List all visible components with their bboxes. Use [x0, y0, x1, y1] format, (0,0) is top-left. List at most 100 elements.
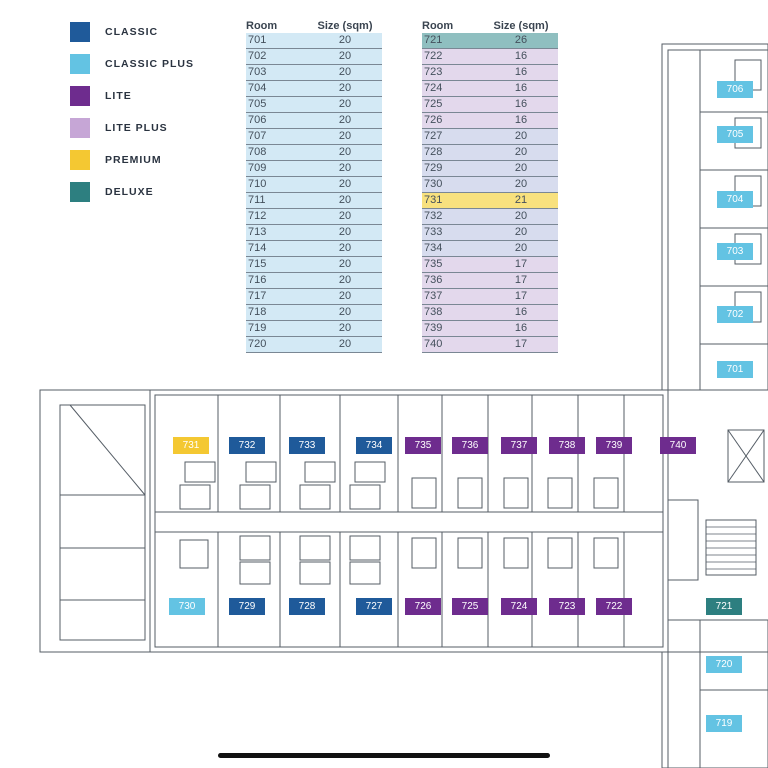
legend-swatch — [70, 182, 90, 202]
room-size-cell: 20 — [308, 224, 382, 241]
room-size-cell: 16 — [484, 80, 558, 97]
room-number-cell: 718 — [246, 304, 308, 321]
room-size-cell: 17 — [484, 336, 558, 353]
room-number-cell: 714 — [246, 240, 308, 257]
room-number-cell: 727 — [422, 128, 484, 145]
plan-stairs — [705, 519, 757, 576]
home-indicator[interactable] — [218, 753, 550, 758]
room-number-cell: 709 — [246, 160, 308, 177]
room-tag-701[interactable]: 701 — [717, 361, 753, 378]
legend-label: CLASSIC PLUS — [105, 58, 195, 70]
plan-bathroom — [299, 535, 331, 561]
room-tag-739[interactable]: 739 — [596, 437, 632, 454]
room-tag-740[interactable]: 740 — [660, 437, 696, 454]
plan-bathroom — [411, 477, 437, 509]
room-tag-720[interactable]: 720 — [706, 656, 742, 673]
plan-bed — [299, 561, 331, 585]
room-tag-729[interactable]: 729 — [229, 598, 265, 615]
room-tag-721[interactable]: 721 — [706, 598, 742, 615]
legend-swatch — [70, 118, 90, 138]
room-tag-724[interactable]: 724 — [501, 598, 537, 615]
room-tag-728[interactable]: 728 — [289, 598, 325, 615]
plan-bed — [349, 561, 381, 585]
room-tag-706[interactable]: 706 — [717, 81, 753, 98]
room-tag-732[interactable]: 732 — [229, 437, 265, 454]
room-tag-726[interactable]: 726 — [405, 598, 441, 615]
room-tag-725[interactable]: 725 — [452, 598, 488, 615]
room-tag-733[interactable]: 733 — [289, 437, 325, 454]
plan-bed — [239, 561, 271, 585]
room-tag-702[interactable]: 702 — [717, 306, 753, 323]
legend-item-deluxe: DELUXE — [70, 182, 230, 202]
room-number-cell: 711 — [246, 192, 308, 209]
room-tag-703[interactable]: 703 — [717, 243, 753, 260]
plan-left-wing-outline — [39, 389, 151, 653]
room-number-cell: 736 — [422, 272, 484, 289]
room-number-cell: 729 — [422, 160, 484, 177]
legend-swatch — [70, 86, 90, 106]
plan-diagonal — [69, 404, 146, 496]
plan-bathroom — [457, 537, 483, 569]
plan-bathroom — [547, 477, 573, 509]
room-size-cell: 16 — [484, 304, 558, 321]
legend-label: LITE PLUS — [105, 122, 168, 134]
room-size-cell: 20 — [308, 288, 382, 305]
room-number-cell: 703 — [246, 64, 308, 81]
column-header-room: Room — [422, 19, 454, 32]
room-number-cell: 734 — [422, 240, 484, 257]
room-number-cell: 713 — [246, 224, 308, 241]
room-size-cell: 20 — [308, 272, 382, 289]
room-tag-734[interactable]: 734 — [356, 437, 392, 454]
plan-right-wing-inner — [667, 49, 768, 391]
room-tag-730[interactable]: 730 — [169, 598, 205, 615]
room-size-cell: 20 — [484, 144, 558, 161]
plan-bed — [184, 461, 216, 483]
plan-bathroom — [349, 535, 381, 561]
room-tag-719[interactable]: 719 — [706, 715, 742, 732]
room-tag-735[interactable]: 735 — [405, 437, 441, 454]
room-size-cell: 20 — [308, 64, 382, 81]
room-size-cell: 21 — [484, 192, 558, 209]
room-tag-722[interactable]: 722 — [596, 598, 632, 615]
room-size-cell: 20 — [308, 96, 382, 113]
legend-label: CLASSIC — [105, 26, 159, 38]
room-tag-723[interactable]: 723 — [549, 598, 585, 615]
room-size-cell: 20 — [308, 144, 382, 161]
room-tag-705[interactable]: 705 — [717, 126, 753, 143]
room-tag-737[interactable]: 737 — [501, 437, 537, 454]
room-tag-738[interactable]: 738 — [549, 437, 585, 454]
room-size-cell: 20 — [308, 304, 382, 321]
plan-bathroom — [593, 537, 619, 569]
plan-right-lower-outline — [661, 651, 768, 768]
room-number-cell: 731 — [422, 192, 484, 209]
room-tag-731[interactable]: 731 — [173, 437, 209, 454]
room-number-cell: 719 — [246, 320, 308, 337]
room-size-cell: 20 — [484, 224, 558, 241]
room-tag-704[interactable]: 704 — [717, 191, 753, 208]
room-size-cell: 16 — [484, 320, 558, 337]
room-tag-736[interactable]: 736 — [452, 437, 488, 454]
room-tag-727[interactable]: 727 — [356, 598, 392, 615]
plan-bathroom — [593, 477, 619, 509]
room-number-cell: 724 — [422, 80, 484, 97]
plan-bathroom — [179, 539, 209, 569]
room-size-cell: 17 — [484, 256, 558, 273]
